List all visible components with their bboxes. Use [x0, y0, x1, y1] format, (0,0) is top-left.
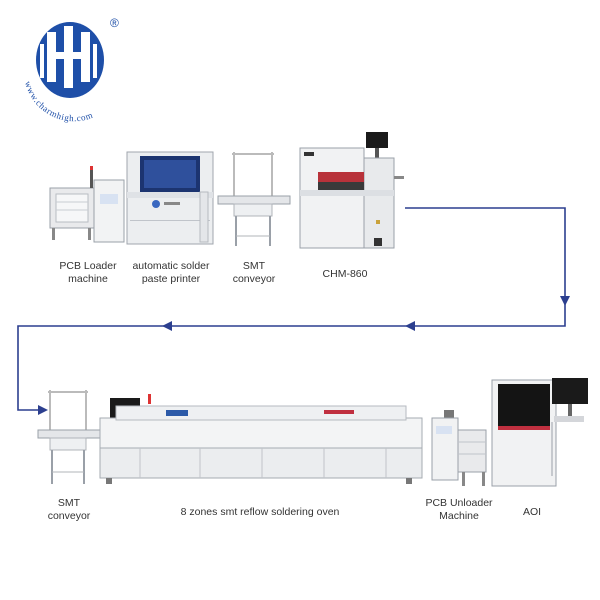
logo-emblem-icon: www.charmhigh.com [23, 22, 104, 123]
smt-conveyor-bottom-image [37, 390, 101, 484]
label-solder-printer: automatic solder paste printer [118, 260, 224, 286]
label-line: conveyor [232, 273, 276, 285]
label-line: 8 zones smt reflow soldering oven [180, 506, 340, 518]
label-smt-conveyor-top: SMT conveyor [220, 260, 288, 286]
label-chm-860: CHM-860 [305, 268, 385, 281]
label-line: conveyor [47, 510, 91, 522]
pcb-loader-machine-image [49, 166, 125, 243]
label-pcb-unloader: PCB Unloader Machine [416, 497, 502, 523]
arrow-right-icon [38, 405, 48, 415]
label-line: PCB Loader [59, 260, 117, 272]
label-pcb-loader: PCB Loader machine [40, 260, 136, 286]
label-line: CHM-860 [322, 268, 368, 280]
registered-mark: ® [110, 16, 119, 30]
brand-logo: www.charmhigh.com ® [14, 14, 134, 124]
label-line: PCB Unloader [425, 497, 493, 509]
aoi-machine-image [491, 378, 588, 487]
label-line: paste printer [141, 273, 201, 285]
smt-conveyor-top-image [217, 152, 291, 246]
label-line: machine [68, 273, 108, 285]
solder-paste-printer-image [126, 151, 214, 245]
label-line: AOI [522, 506, 542, 518]
arrow-left-icon [162, 321, 172, 331]
chm-860-pick-place-image [299, 132, 404, 249]
label-line: Machine [439, 510, 479, 522]
arrow-down-icon [560, 296, 570, 306]
label-smt-conveyor-bottom: SMT conveyor [34, 497, 104, 523]
reflow-oven-image [99, 394, 423, 484]
label-line: SMT [242, 260, 266, 272]
label-reflow-oven: 8 zones smt reflow soldering oven [140, 506, 380, 519]
label-line: automatic solder [132, 260, 210, 272]
label-aoi: AOI [512, 506, 552, 519]
label-line: SMT [57, 497, 81, 509]
pcb-unloader-machine-image [431, 410, 487, 486]
arrow-left-icon [405, 321, 415, 331]
flow-line-top [17, 207, 566, 411]
